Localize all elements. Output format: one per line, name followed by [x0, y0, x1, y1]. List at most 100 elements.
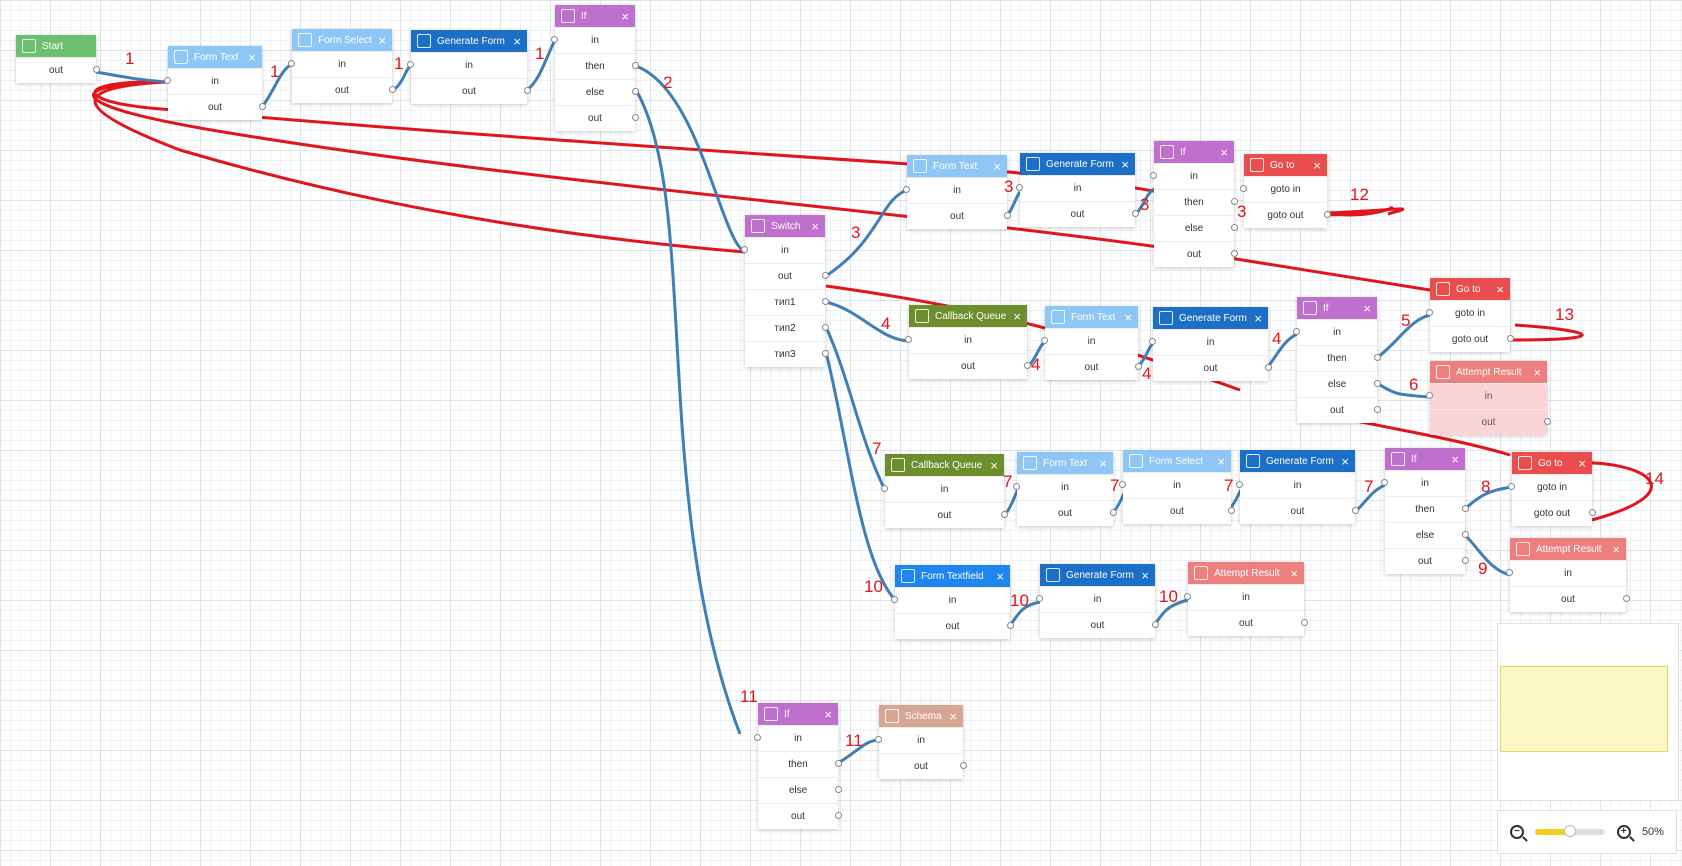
close-icon[interactable]: ×	[1533, 364, 1541, 380]
output-port-handle[interactable]	[1024, 362, 1031, 369]
output-port-handle[interactable]	[1544, 418, 1551, 425]
output-port-handle[interactable]	[1374, 380, 1381, 387]
close-icon[interactable]: ×	[993, 158, 1001, 174]
node-header[interactable]: Attempt Result×	[1430, 361, 1547, 383]
output-port-handle[interactable]	[389, 86, 396, 93]
output-port-handle[interactable]	[1374, 354, 1381, 361]
input-port-handle[interactable]	[1184, 593, 1191, 600]
output-port-handle[interactable]	[1132, 210, 1139, 217]
input-port-handle[interactable]	[1506, 569, 1513, 576]
input-port-handle[interactable]	[1426, 392, 1433, 399]
close-icon[interactable]: ×	[378, 32, 386, 48]
input-port-handle[interactable]	[1426, 309, 1433, 316]
node-header[interactable]: Switch×	[745, 215, 825, 237]
output-port-handle[interactable]	[524, 87, 531, 94]
input-port-handle[interactable]	[891, 596, 898, 603]
node-header[interactable]: Attempt Result×	[1510, 538, 1626, 560]
output-port-handle[interactable]	[1231, 250, 1238, 257]
close-icon[interactable]: ×	[1612, 541, 1620, 557]
output-port-handle[interactable]	[93, 66, 100, 73]
node-header[interactable]: Go to×	[1430, 278, 1510, 300]
node-header[interactable]: If×	[758, 703, 838, 725]
output-port-handle[interactable]	[822, 298, 829, 305]
node-header[interactable]: Generate Form×	[411, 30, 527, 52]
output-port-handle[interactable]	[1004, 212, 1011, 219]
output-port-handle[interactable]	[822, 324, 829, 331]
input-port-handle[interactable]	[1119, 481, 1126, 488]
node-header[interactable]: Start	[16, 35, 96, 57]
node-header[interactable]: Generate Form×	[1240, 450, 1355, 472]
node-header[interactable]: Go to×	[1512, 452, 1592, 474]
close-icon[interactable]: ×	[1341, 453, 1349, 469]
input-port-handle[interactable]	[875, 736, 882, 743]
node-header[interactable]: Form Select×	[292, 29, 392, 51]
node-header[interactable]: Form Text×	[1045, 306, 1138, 328]
node-header[interactable]: Generate Form×	[1020, 153, 1135, 175]
close-icon[interactable]: ×	[1099, 455, 1107, 471]
input-port-handle[interactable]	[1036, 595, 1043, 602]
input-port-handle[interactable]	[551, 36, 558, 43]
input-port-handle[interactable]	[407, 61, 414, 68]
close-icon[interactable]: ×	[621, 8, 629, 24]
close-icon[interactable]: ×	[1121, 156, 1129, 172]
input-port-handle[interactable]	[754, 734, 761, 741]
close-icon[interactable]: ×	[1124, 309, 1132, 325]
node-header[interactable]: Callback Queue×	[909, 305, 1027, 327]
close-icon[interactable]: ×	[1013, 308, 1021, 324]
output-port-handle[interactable]	[259, 103, 266, 110]
output-port-handle[interactable]	[1462, 557, 1469, 564]
zoom-slider-handle[interactable]	[1564, 825, 1577, 837]
node-header[interactable]: Go to×	[1244, 154, 1327, 176]
output-port-handle[interactable]	[632, 62, 639, 69]
input-port-handle[interactable]	[1293, 328, 1300, 335]
output-port-handle[interactable]	[1001, 511, 1008, 518]
output-port-handle[interactable]	[632, 114, 639, 121]
close-icon[interactable]: ×	[949, 708, 957, 724]
zoom-slider[interactable]	[1535, 825, 1606, 837]
zoom-out-icon[interactable]: −	[1510, 825, 1524, 839]
output-port-handle[interactable]	[1228, 507, 1235, 514]
output-port-handle[interactable]	[1231, 198, 1238, 205]
output-port-handle[interactable]	[1135, 363, 1142, 370]
output-port-handle[interactable]	[1462, 531, 1469, 538]
output-port-handle[interactable]	[1324, 211, 1331, 218]
close-icon[interactable]: ×	[1313, 157, 1321, 173]
close-icon[interactable]: ×	[1363, 300, 1371, 316]
node-header[interactable]: Callback Queue×	[885, 454, 1004, 476]
minimap-viewport[interactable]	[1500, 666, 1668, 752]
minimap[interactable]	[1497, 623, 1679, 801]
input-port-handle[interactable]	[903, 186, 910, 193]
close-icon[interactable]: ×	[1217, 453, 1225, 469]
input-port-handle[interactable]	[1013, 483, 1020, 490]
input-port-handle[interactable]	[1236, 481, 1243, 488]
close-icon[interactable]: ×	[1496, 281, 1504, 297]
close-icon[interactable]: ×	[1141, 567, 1149, 583]
node-header[interactable]: Attempt Result×	[1188, 562, 1304, 584]
node-header[interactable]: Schema×	[879, 705, 963, 727]
output-port-handle[interactable]	[1110, 509, 1117, 516]
output-port-handle[interactable]	[1265, 364, 1272, 371]
input-port-handle[interactable]	[1150, 172, 1157, 179]
close-icon[interactable]: ×	[811, 218, 819, 234]
output-port-handle[interactable]	[1301, 619, 1308, 626]
input-port-handle[interactable]	[1041, 337, 1048, 344]
